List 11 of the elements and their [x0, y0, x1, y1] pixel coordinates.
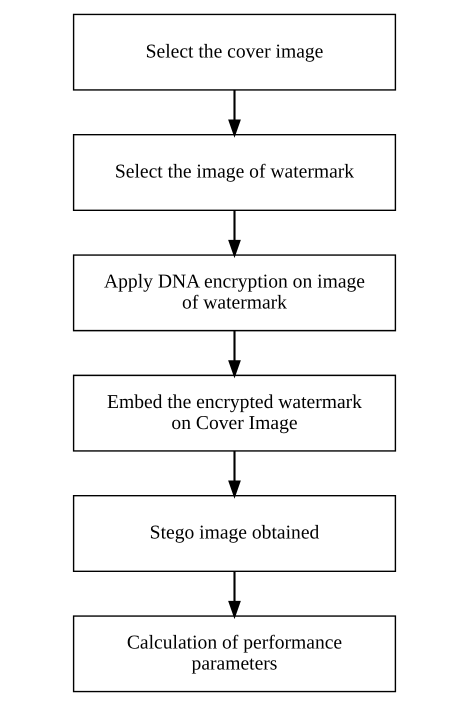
arrow [228, 90, 240, 138]
arrow [228, 451, 240, 499]
node-box: Apply DNA encryption on image of watermark [72, 254, 396, 332]
arrow [228, 210, 240, 258]
arrow [228, 571, 240, 620]
arrow [228, 330, 240, 378]
node-box: Embed the encrypted watermark on Cover Image [72, 374, 396, 452]
node-box: Select the cover image [72, 14, 396, 91]
node-box: Select the image of watermark [72, 134, 396, 211]
node-box: Calculation of performance parameters [72, 615, 396, 692]
node-box: Stego image obtained [72, 495, 396, 572]
